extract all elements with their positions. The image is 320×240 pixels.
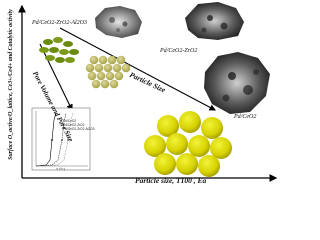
particle-size-arrow: [59, 27, 216, 111]
inset-legend-item: Pd/CeO2-ZrO2: [63, 123, 85, 127]
inset-chart: [31, 107, 91, 171]
y-axis-label: Surface O_active/O_lattice, Ce3+/Ce4+ an…: [8, 9, 14, 160]
inset-curve-3: [35, 112, 74, 167]
label-pd-ceo2-zro2-al2o3: Pd/CeO2-ZrO2-Al2O3: [32, 20, 87, 26]
tem-image-top-left: [95, 6, 142, 38]
figure: Surface O_active/O_lattice, Ce3+/Ce4+ an…: [8, 2, 278, 185]
tem-image-right: [204, 52, 270, 114]
small-particles-cluster: [39, 37, 79, 63]
inset-legend: Pd/CeO2 Pd/CeO2-ZrO2 Pd/CeO2-ZrO2-Al2O3: [63, 119, 94, 131]
label-pd-ceo2: Pd/CeO2: [234, 114, 257, 120]
inset-x-label: T (°C): [56, 167, 66, 171]
inset-legend-item: Pd/CeO2: [63, 119, 77, 123]
tem-image-top-right: [185, 2, 244, 40]
large-particles-cluster: [144, 111, 232, 177]
x-axis-label: Particle size, T100 , Ea: [135, 176, 207, 185]
inset-legend-item: Pd/CeO2-ZrO2-Al2O3: [63, 127, 95, 131]
pore-volume-arrow: [39, 43, 73, 111]
diagram-canvas: [18, 2, 278, 182]
inset-curve-1: [35, 112, 57, 167]
label-pd-ceo2-zro2: Pd/CeO2-ZrO2: [160, 48, 198, 54]
medium-particles-cluster: [85, 55, 131, 89]
